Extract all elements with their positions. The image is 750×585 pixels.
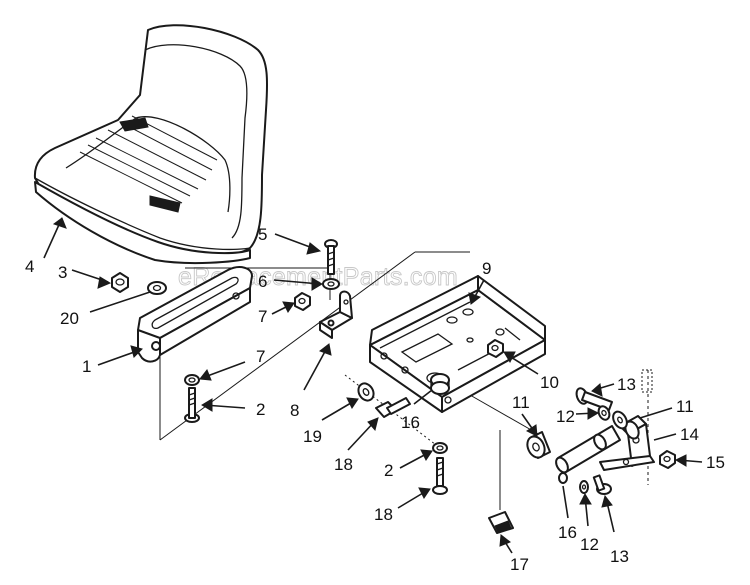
callout-slide-rail: 1: [82, 345, 143, 376]
callout-nut-pan: 10: [503, 351, 559, 392]
svg-text:19: 19: [303, 427, 322, 446]
callout-washer-top: 6: [258, 272, 323, 291]
nut-left: [111, 272, 129, 293]
svg-text:16: 16: [401, 413, 420, 432]
svg-text:12: 12: [580, 535, 599, 554]
callout-nut-left: 3: [58, 263, 112, 289]
bolt-mid: [375, 397, 411, 418]
bushing-hinge: [612, 410, 628, 430]
svg-text:6: 6: [258, 272, 267, 291]
callout-hinge-bracket: 14: [653, 425, 699, 444]
svg-text:12: 12: [556, 407, 575, 426]
washer-left: [147, 281, 167, 295]
svg-text:3: 3: [58, 263, 67, 282]
washer-top: [322, 278, 340, 290]
svg-text:18: 18: [334, 455, 353, 474]
svg-text:8: 8: [290, 401, 299, 420]
svg-text:1: 1: [82, 357, 91, 376]
callout-seat: 4: [25, 217, 67, 276]
callout-bushing: 11: [512, 393, 538, 437]
svg-text:15: 15: [706, 453, 725, 472]
callout-bolt-hinge-top: 13: [591, 375, 636, 397]
callout-lock-washer-left: 7: [199, 347, 265, 381]
lock-washer-left: [184, 374, 200, 386]
callout-seat-pan: 9: [468, 259, 491, 305]
svg-text:4: 4: [25, 257, 34, 276]
callout-bushing-hinge: 11: [639, 397, 694, 419]
svg-text:18: 18: [374, 505, 393, 524]
svg-text:16: 16: [558, 523, 577, 542]
svg-text:20: 20: [60, 309, 79, 328]
washer-mid: [357, 382, 375, 402]
svg-text:13: 13: [617, 375, 636, 394]
seat: [33, 24, 269, 265]
callout-washer-hinge-top: 12: [556, 407, 600, 426]
svg-text:10: 10: [540, 373, 559, 392]
svg-text:2: 2: [384, 461, 393, 480]
callout-bumper: 17: [499, 534, 529, 574]
callout-washer-hinge-bottom: 12: [579, 492, 599, 554]
slide-rail: [137, 266, 253, 363]
callout-bracket: 8: [290, 343, 332, 420]
bumper: [488, 511, 514, 534]
callout-label-nut-top: 7: [258, 307, 267, 326]
bolt-hinge-bottom: [592, 474, 612, 495]
washer-hinge-top: [597, 405, 611, 421]
nut-hinge: [659, 450, 676, 469]
nut-pan: [487, 339, 504, 358]
callout-washer-mid: 19: [303, 397, 359, 446]
callout-spacer-hinge: 16: [558, 485, 577, 542]
callout-bolt-bottom: 18: [374, 487, 431, 524]
svg-text:7: 7: [256, 347, 265, 366]
pan-spacer: [430, 373, 450, 395]
svg-text:5: 5: [258, 225, 267, 244]
callout-pan-spacer: 16: [401, 389, 433, 432]
svg-text:17: 17: [510, 555, 529, 574]
nut-top: [294, 292, 311, 311]
washer-hinge-bottom: [579, 480, 589, 494]
bolt-left: [184, 387, 200, 423]
svg-text:2: 2: [256, 400, 265, 419]
callout-lock-washer-bottom: 2: [384, 449, 433, 480]
svg-text:11: 11: [676, 397, 694, 416]
bolt-top: [324, 239, 338, 275]
pin-sketch: [641, 369, 653, 393]
seat-ribs: [79, 115, 218, 204]
svg-text:11: 11: [512, 393, 530, 412]
callout-bolt-hinge-bottom: 13: [601, 494, 629, 566]
callout-nut-top: lock-washer-left nut-top 2: [271, 301, 295, 315]
callout-nut-hinge: 15: [674, 453, 725, 472]
svg-text:14: 14: [680, 425, 699, 444]
callout-bolt-left: 2: [201, 398, 265, 419]
spacer-hinge: [558, 472, 568, 484]
bracket: [319, 290, 353, 339]
lock-washer-bottom: [432, 442, 448, 454]
callout-bolt-mid: 18: [334, 417, 379, 474]
callout-washer-left: 20: [60, 291, 151, 328]
hinge-rod: [555, 425, 621, 474]
hinge-bracket: [599, 415, 655, 471]
bushing: [526, 431, 551, 459]
svg-text:9: 9: [482, 259, 491, 278]
svg-text:13: 13: [610, 547, 629, 566]
bolt-bottom: [432, 457, 448, 495]
callout-bolt-top: 5: [258, 225, 322, 255]
seat-pan: [369, 275, 546, 413]
